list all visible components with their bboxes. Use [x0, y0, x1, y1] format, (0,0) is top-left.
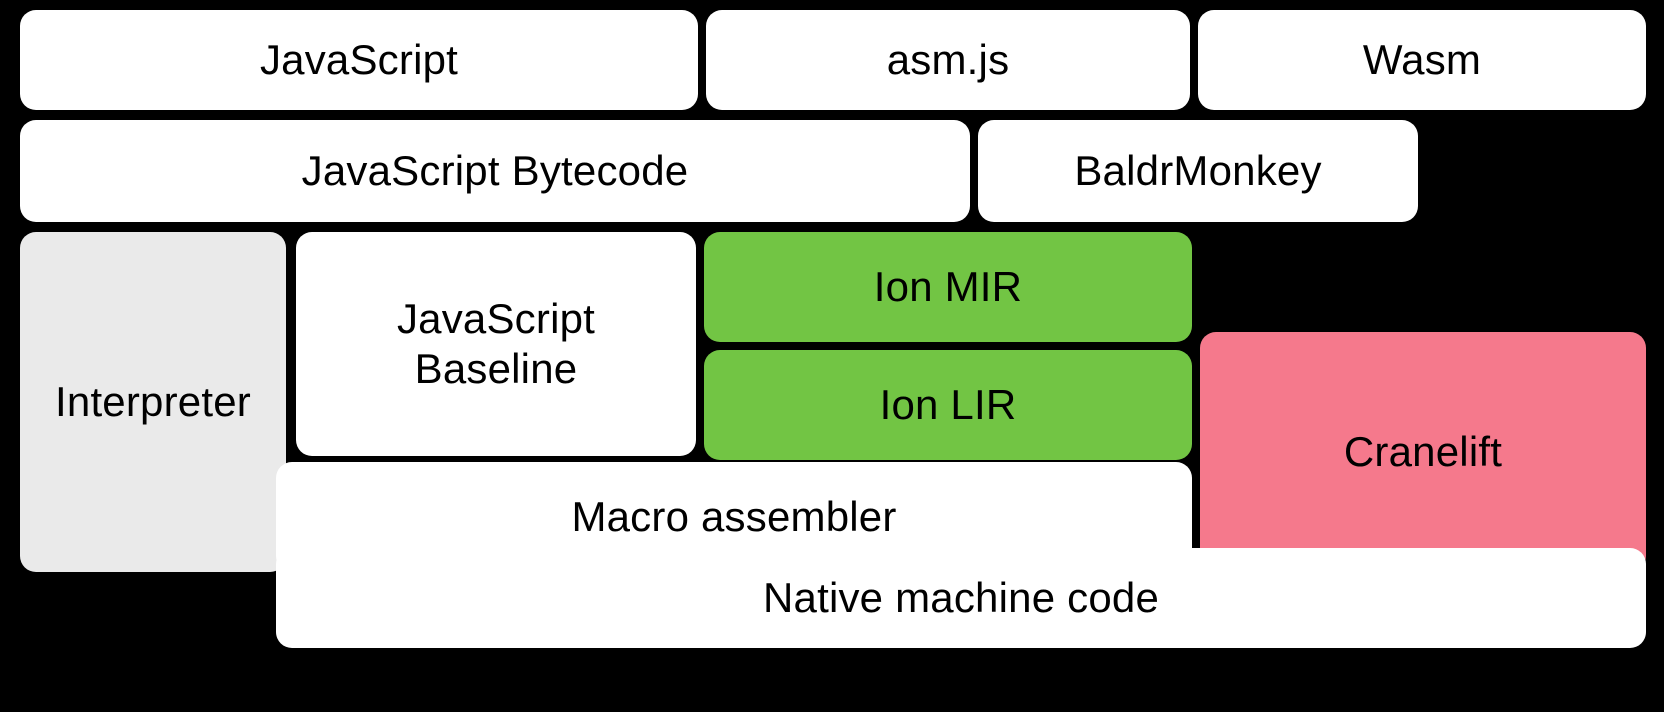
node-ion-lir: Ion LIR	[704, 350, 1192, 460]
node-javascript: JavaScript	[20, 10, 698, 110]
node-interpreter: Interpreter	[20, 232, 286, 572]
node-native-machine-code: Native machine code	[276, 548, 1646, 648]
node-asmjs: asm.js	[706, 10, 1190, 110]
node-javascript-baseline: JavaScript Baseline	[296, 232, 696, 456]
node-baldrmonkey: BaldrMonkey	[978, 120, 1418, 222]
node-wasm: Wasm	[1198, 10, 1646, 110]
node-javascript-bytecode: JavaScript Bytecode	[20, 120, 970, 222]
node-cranelift: Cranelift	[1200, 332, 1646, 572]
node-ion-mir: Ion MIR	[704, 232, 1192, 342]
